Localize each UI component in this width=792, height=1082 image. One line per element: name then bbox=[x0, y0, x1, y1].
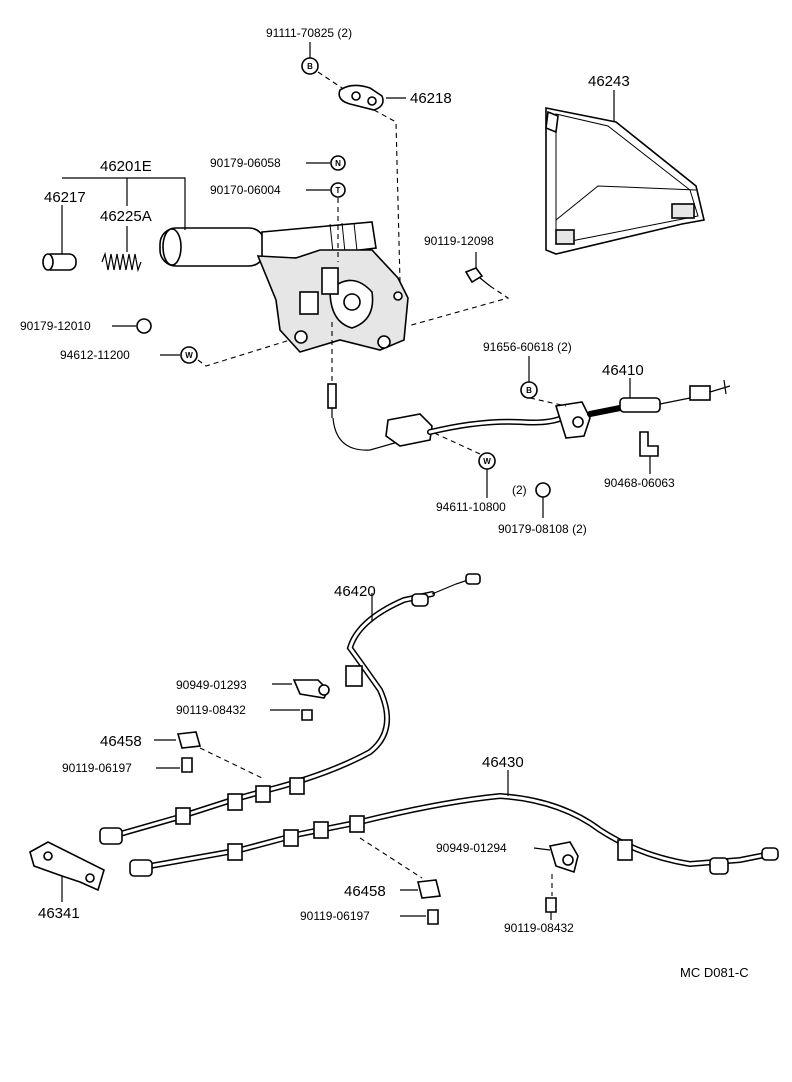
label-90119-06197-b: 90119-06197 bbox=[300, 909, 370, 923]
lever-arm bbox=[261, 221, 377, 263]
svg-text:B: B bbox=[526, 386, 532, 395]
bolt-90119-06197-a-icon bbox=[181, 757, 193, 773]
svg-text:W: W bbox=[185, 351, 193, 360]
label-46218: 46218 bbox=[410, 90, 452, 107]
bolt-90119-08432-a-icon bbox=[301, 709, 313, 721]
label-90170-06004: 90170-06004 bbox=[210, 183, 281, 197]
nut-90179-06058-icon bbox=[330, 155, 346, 171]
label-90179-12010: 90179-12010 bbox=[20, 319, 91, 333]
label-90949-01293: 90949-01293 bbox=[176, 678, 247, 692]
bracket-hole-right bbox=[377, 335, 391, 349]
rear-cable-46430-end bbox=[129, 859, 153, 877]
label-90179-08108: 90179-08108 (2) bbox=[498, 522, 587, 536]
rear-cable-46420 bbox=[117, 591, 435, 837]
lever-grip-end bbox=[162, 228, 182, 266]
nut-90179-08108-icon bbox=[535, 482, 551, 498]
label-90119-08432-b: 90119-08432 bbox=[504, 921, 574, 935]
label-46217: 46217 bbox=[44, 189, 86, 206]
bracket-hole-top bbox=[393, 291, 403, 301]
front-cable-adjuster bbox=[619, 397, 661, 413]
clip-46218 bbox=[338, 84, 384, 111]
label-90119-12098: 90119-12098 bbox=[424, 234, 494, 248]
lever-assembly bbox=[159, 221, 409, 353]
rear-cable-46420-end bbox=[99, 827, 123, 845]
lever-spring-46225A bbox=[101, 251, 142, 273]
clip-46458-b bbox=[417, 879, 441, 899]
rear-cable-46430 bbox=[147, 792, 773, 869]
bolt-symbol: B bbox=[307, 62, 313, 71]
leader-46201E-bracket bbox=[62, 177, 186, 230]
label-46430: 46430 bbox=[482, 754, 524, 771]
label-qty-2: (2) bbox=[512, 483, 527, 497]
label-90119-06197-a: 90119-06197 bbox=[62, 761, 132, 775]
label-90119-08432-a: 90119-08432 bbox=[176, 703, 246, 717]
bracket-46341 bbox=[29, 841, 105, 892]
front-cable-46410 bbox=[427, 415, 565, 435]
bracket-hole-left bbox=[294, 330, 308, 344]
lever-pawl bbox=[299, 291, 319, 315]
svg-text:N: N bbox=[335, 159, 341, 168]
bolt-90119-08432-b-icon bbox=[545, 897, 557, 913]
lever-rod-clip bbox=[321, 267, 339, 295]
label-46420: 46420 bbox=[334, 583, 376, 600]
label-46458-b: 46458 bbox=[344, 883, 386, 900]
svg-text:T: T bbox=[336, 186, 341, 195]
svg-text:W: W bbox=[483, 457, 491, 466]
clip-46458-a bbox=[176, 731, 202, 749]
label-91111-70825: 91111-70825 (2) bbox=[266, 26, 352, 40]
label-90468-06063: 90468-06063 bbox=[604, 476, 675, 490]
bolt-90119-06197-b-icon bbox=[427, 909, 439, 925]
label-46458-a: 46458 bbox=[100, 733, 142, 750]
reference-code: MC D081-C bbox=[680, 965, 749, 980]
spring-clip-90468-06063 bbox=[639, 431, 659, 457]
label-90949-01294: 90949-01294 bbox=[436, 841, 507, 855]
washer-94612-11200-icon bbox=[180, 346, 198, 364]
push-button-46217 bbox=[42, 253, 77, 271]
label-46341: 46341 bbox=[38, 905, 80, 922]
nut-90179-12010-icon bbox=[136, 318, 152, 334]
label-46225A: 46225A bbox=[100, 208, 152, 225]
lever-pivot bbox=[343, 293, 361, 311]
equalizer-bracket bbox=[385, 413, 433, 447]
label-46410: 46410 bbox=[602, 362, 644, 379]
label-46201E: 46201E bbox=[100, 158, 152, 175]
console-cover-46243 bbox=[545, 107, 705, 255]
label-46243: 46243 bbox=[588, 73, 630, 90]
pin-90170-06004-icon bbox=[330, 182, 346, 198]
equalizer-rod bbox=[327, 383, 337, 409]
label-90179-06058: 90179-06058 bbox=[210, 156, 281, 170]
label-94611-10800: 94611-10800 bbox=[436, 500, 506, 514]
label-94612-11200: 94612-11200 bbox=[60, 348, 130, 362]
bolt-90119-12098-icon bbox=[464, 267, 484, 284]
label-91656-60618: 91656-60618 (2) bbox=[483, 340, 572, 354]
